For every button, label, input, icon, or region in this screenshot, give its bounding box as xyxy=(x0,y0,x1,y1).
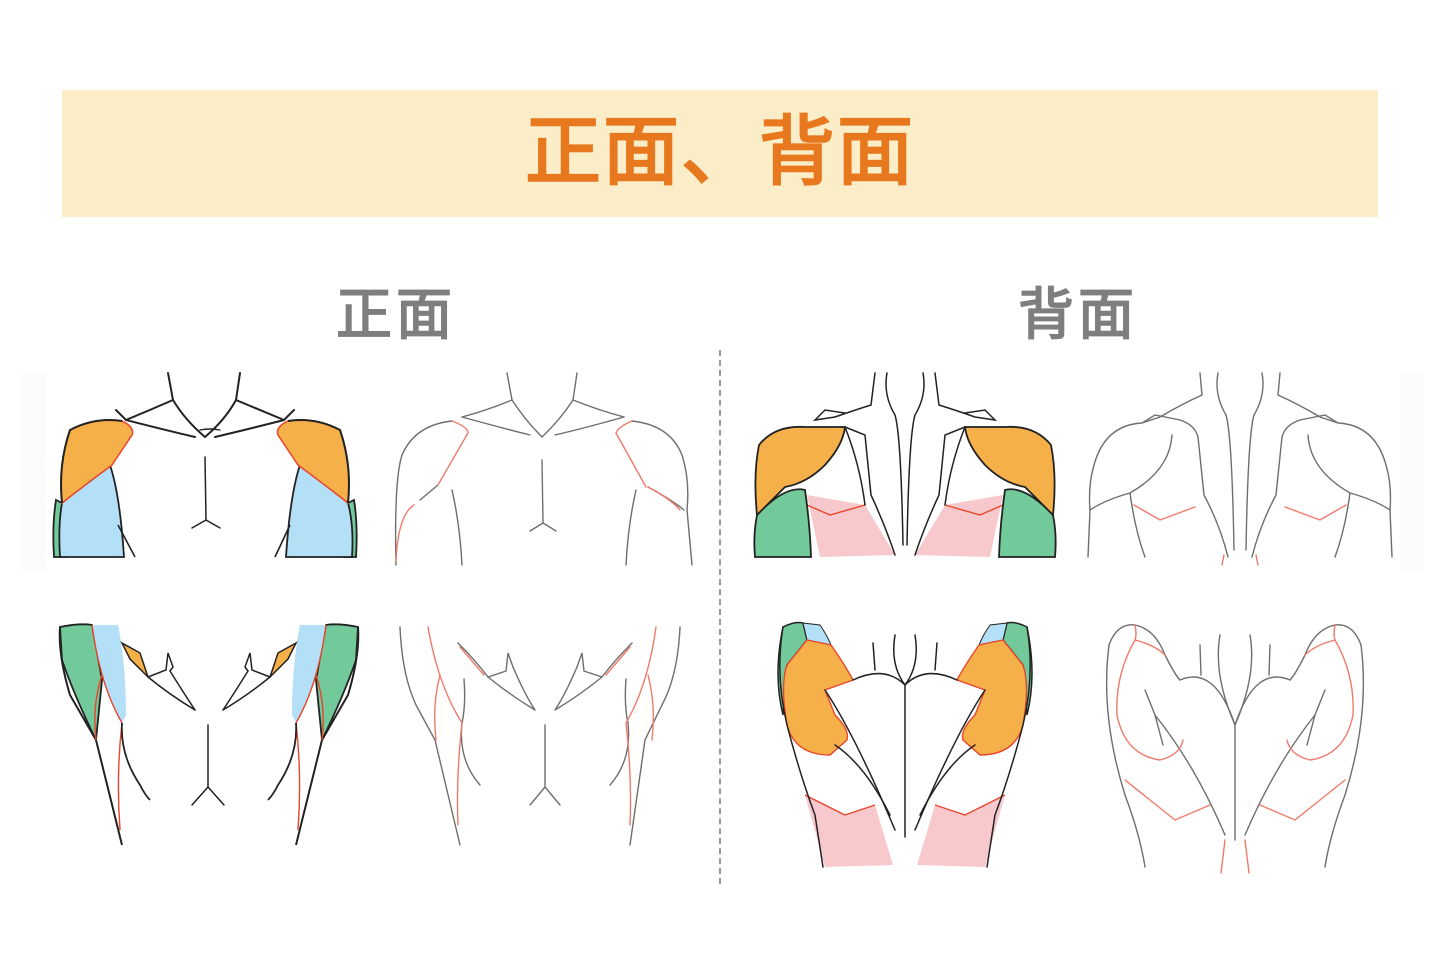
front-section-label: 正面 xyxy=(336,283,456,348)
front-bottom-colored-illustration xyxy=(40,615,380,855)
page-title: 正面、背面 xyxy=(525,106,915,196)
front-bottom-lineart-illustration xyxy=(380,615,700,855)
back-bottom-colored-illustration xyxy=(765,615,1045,875)
back-section-label: 背面 xyxy=(1018,283,1138,348)
front-top-colored-illustration xyxy=(40,365,380,565)
panel-background xyxy=(20,372,46,572)
back-top-colored-illustration xyxy=(745,365,1065,565)
back-bottom-lineart-illustration xyxy=(1085,615,1385,875)
back-top-lineart-illustration xyxy=(1080,365,1400,566)
section-divider xyxy=(719,350,721,884)
title-banner: 正面、背面 xyxy=(62,90,1378,217)
front-top-lineart-illustration xyxy=(380,365,710,566)
panel-background xyxy=(1400,372,1424,572)
